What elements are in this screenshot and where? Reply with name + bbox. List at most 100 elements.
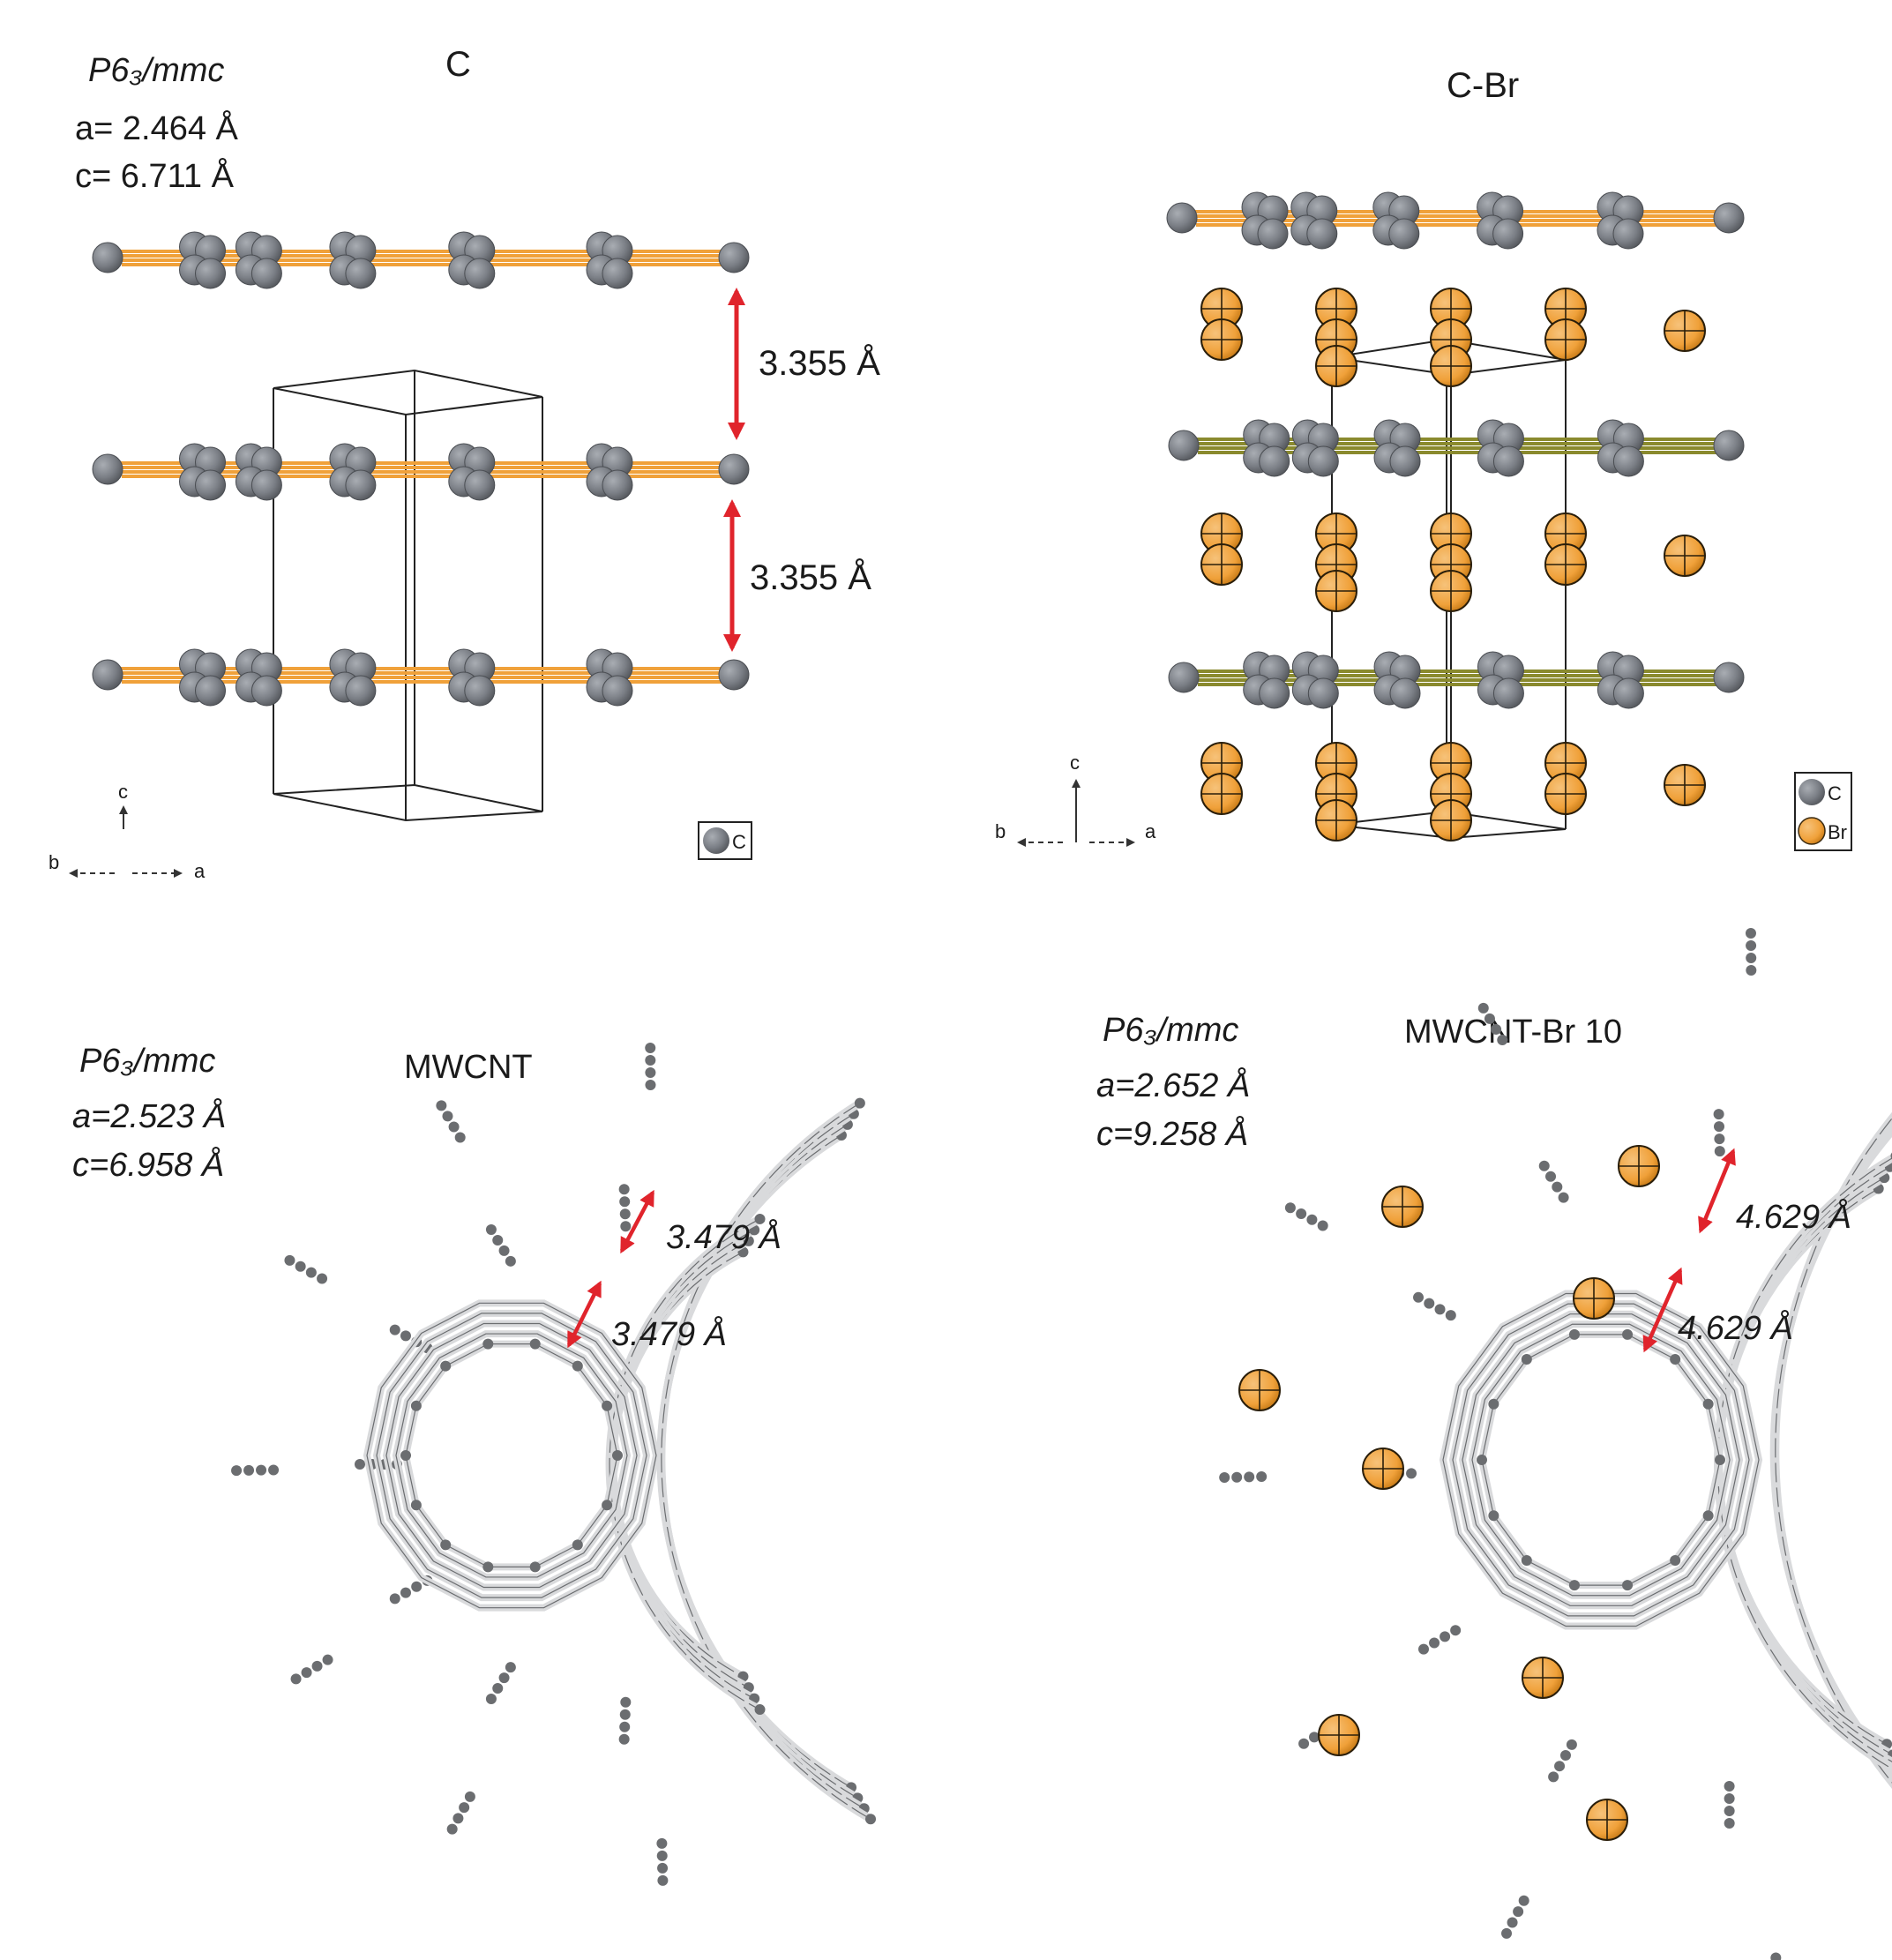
spacing-label-bottom: 3.355 Å xyxy=(750,557,871,597)
carbon-atom xyxy=(1296,1208,1307,1219)
carbon-atom xyxy=(529,1338,541,1350)
carbon-atom xyxy=(1413,1291,1425,1303)
carbon-atom xyxy=(1518,1895,1529,1906)
nanotube-walls xyxy=(1219,928,1892,1960)
carbon-atom xyxy=(865,1814,877,1825)
bromine-atom xyxy=(1238,1369,1281,1411)
carbon-atom xyxy=(295,1261,306,1272)
carbon-atom xyxy=(231,1465,243,1477)
carbon-atom xyxy=(1406,1468,1417,1479)
bromine-atom xyxy=(1200,512,1243,555)
nanotube-wall xyxy=(231,1043,877,1886)
carbon-atom xyxy=(1612,445,1644,477)
carbon-atom xyxy=(1702,1510,1714,1522)
panel-title: MWCNT xyxy=(404,1049,533,1086)
carbon-atom xyxy=(1554,1761,1566,1772)
graphene-layers xyxy=(1166,191,1745,709)
nanotube-walls xyxy=(231,1043,877,1886)
space-group-label: P6₃/mmc xyxy=(1103,1012,1238,1049)
carbon-atom xyxy=(400,1587,411,1598)
carbon-atom xyxy=(602,1400,613,1411)
carbon-atom xyxy=(400,1330,411,1342)
carbon-atom xyxy=(1492,677,1524,709)
carbon-atom xyxy=(1306,218,1338,250)
carbon-atom xyxy=(400,1450,411,1461)
carbon-atom xyxy=(454,1132,466,1143)
carbon-atom xyxy=(1702,1398,1714,1410)
carbon-atom xyxy=(446,1823,458,1835)
spacing-label-top: 3.355 Å xyxy=(759,343,880,383)
carbon-atom xyxy=(301,1667,312,1679)
carbon-atom xyxy=(317,1273,328,1284)
interwall-arrow-outer xyxy=(1698,1148,1736,1234)
carbon-atom xyxy=(1724,1780,1735,1792)
axis-b-label: b xyxy=(995,820,1006,842)
bromine-atom xyxy=(1200,773,1243,815)
carbon-atom xyxy=(243,1464,255,1476)
carbon-atom xyxy=(440,1539,452,1551)
carbon-atom xyxy=(1417,1643,1429,1655)
carbon-atom xyxy=(464,469,496,501)
axis-a-label: a xyxy=(194,860,206,882)
bromine-atom xyxy=(1200,543,1243,586)
carbon-atom xyxy=(602,1500,613,1511)
carbon-atom xyxy=(1168,430,1200,461)
carbon-atom xyxy=(482,1561,494,1573)
carbon-atom xyxy=(195,469,226,501)
carbon-atom xyxy=(645,1043,656,1054)
carbon-atom xyxy=(311,1660,323,1672)
carbon-atom xyxy=(322,1654,333,1665)
graphene-layer xyxy=(1168,419,1745,477)
graphene-layers xyxy=(92,231,750,707)
carbon-atom xyxy=(1521,1354,1532,1365)
carbon-atom xyxy=(482,1338,494,1350)
lattice-a-label: a= 2.464 Å xyxy=(75,108,239,147)
carbon-atom xyxy=(1440,1631,1451,1642)
carbon-atom xyxy=(1298,1738,1310,1749)
carbon-atom xyxy=(1477,1002,1489,1014)
bromine-atom xyxy=(1200,742,1243,784)
carbon-atom xyxy=(619,1709,631,1720)
bromine-atom xyxy=(1664,764,1706,806)
carbon-atom xyxy=(1770,1952,1782,1960)
carbon-atom xyxy=(1670,1354,1681,1365)
carbon-atom xyxy=(411,1581,423,1592)
panel-mwcnt: P6₃/mmc MWCNT a=2.523 Å c=6.958 Å 3.479 … xyxy=(72,1043,877,1886)
carbon-atom xyxy=(1714,1146,1725,1157)
nanotube-wall xyxy=(355,1184,766,1745)
lattice-a-label: a=2.652 Å xyxy=(1096,1066,1250,1104)
bromine-atom xyxy=(1586,1799,1628,1841)
carbon-atom xyxy=(389,1593,400,1605)
carbon-atom xyxy=(1284,1202,1296,1214)
carbon-atom xyxy=(1388,218,1420,250)
carbon-atom xyxy=(1548,1771,1559,1783)
bromine-atom xyxy=(1315,345,1357,387)
carbon-atom xyxy=(1568,1580,1580,1591)
carbon-atom xyxy=(1492,445,1524,477)
carbon-atom xyxy=(1477,1455,1487,1465)
carbon-atom xyxy=(657,1862,669,1874)
carbon-atom xyxy=(498,1672,510,1684)
carbon-atom xyxy=(1746,953,1757,964)
carbon-atom xyxy=(251,675,282,707)
carbon-atom xyxy=(1450,1625,1462,1636)
carbon-atom xyxy=(1497,1034,1508,1045)
axes-indicator xyxy=(1017,779,1135,847)
bromine-atom xyxy=(1315,570,1357,612)
carbon-atom xyxy=(1521,1554,1532,1566)
carbon-atom xyxy=(345,675,377,707)
carbon-atom xyxy=(1424,1298,1435,1309)
lattice-c-label: c=9.258 Å xyxy=(1096,1114,1248,1153)
bromine-atom xyxy=(1618,1145,1660,1187)
carbon-atom xyxy=(1746,965,1757,976)
carbon-atom xyxy=(389,1324,400,1335)
carbon-atom xyxy=(1308,1732,1320,1743)
carbon-atom xyxy=(440,1360,452,1372)
carbon-atom xyxy=(1714,1133,1725,1145)
carbon-atom xyxy=(1256,1470,1268,1482)
bromine-atom xyxy=(1430,345,1472,387)
carbon-atom xyxy=(195,258,226,289)
carbon-atom xyxy=(1257,218,1289,250)
carbon-atom xyxy=(1713,1109,1724,1120)
carbon-atom xyxy=(345,258,377,289)
